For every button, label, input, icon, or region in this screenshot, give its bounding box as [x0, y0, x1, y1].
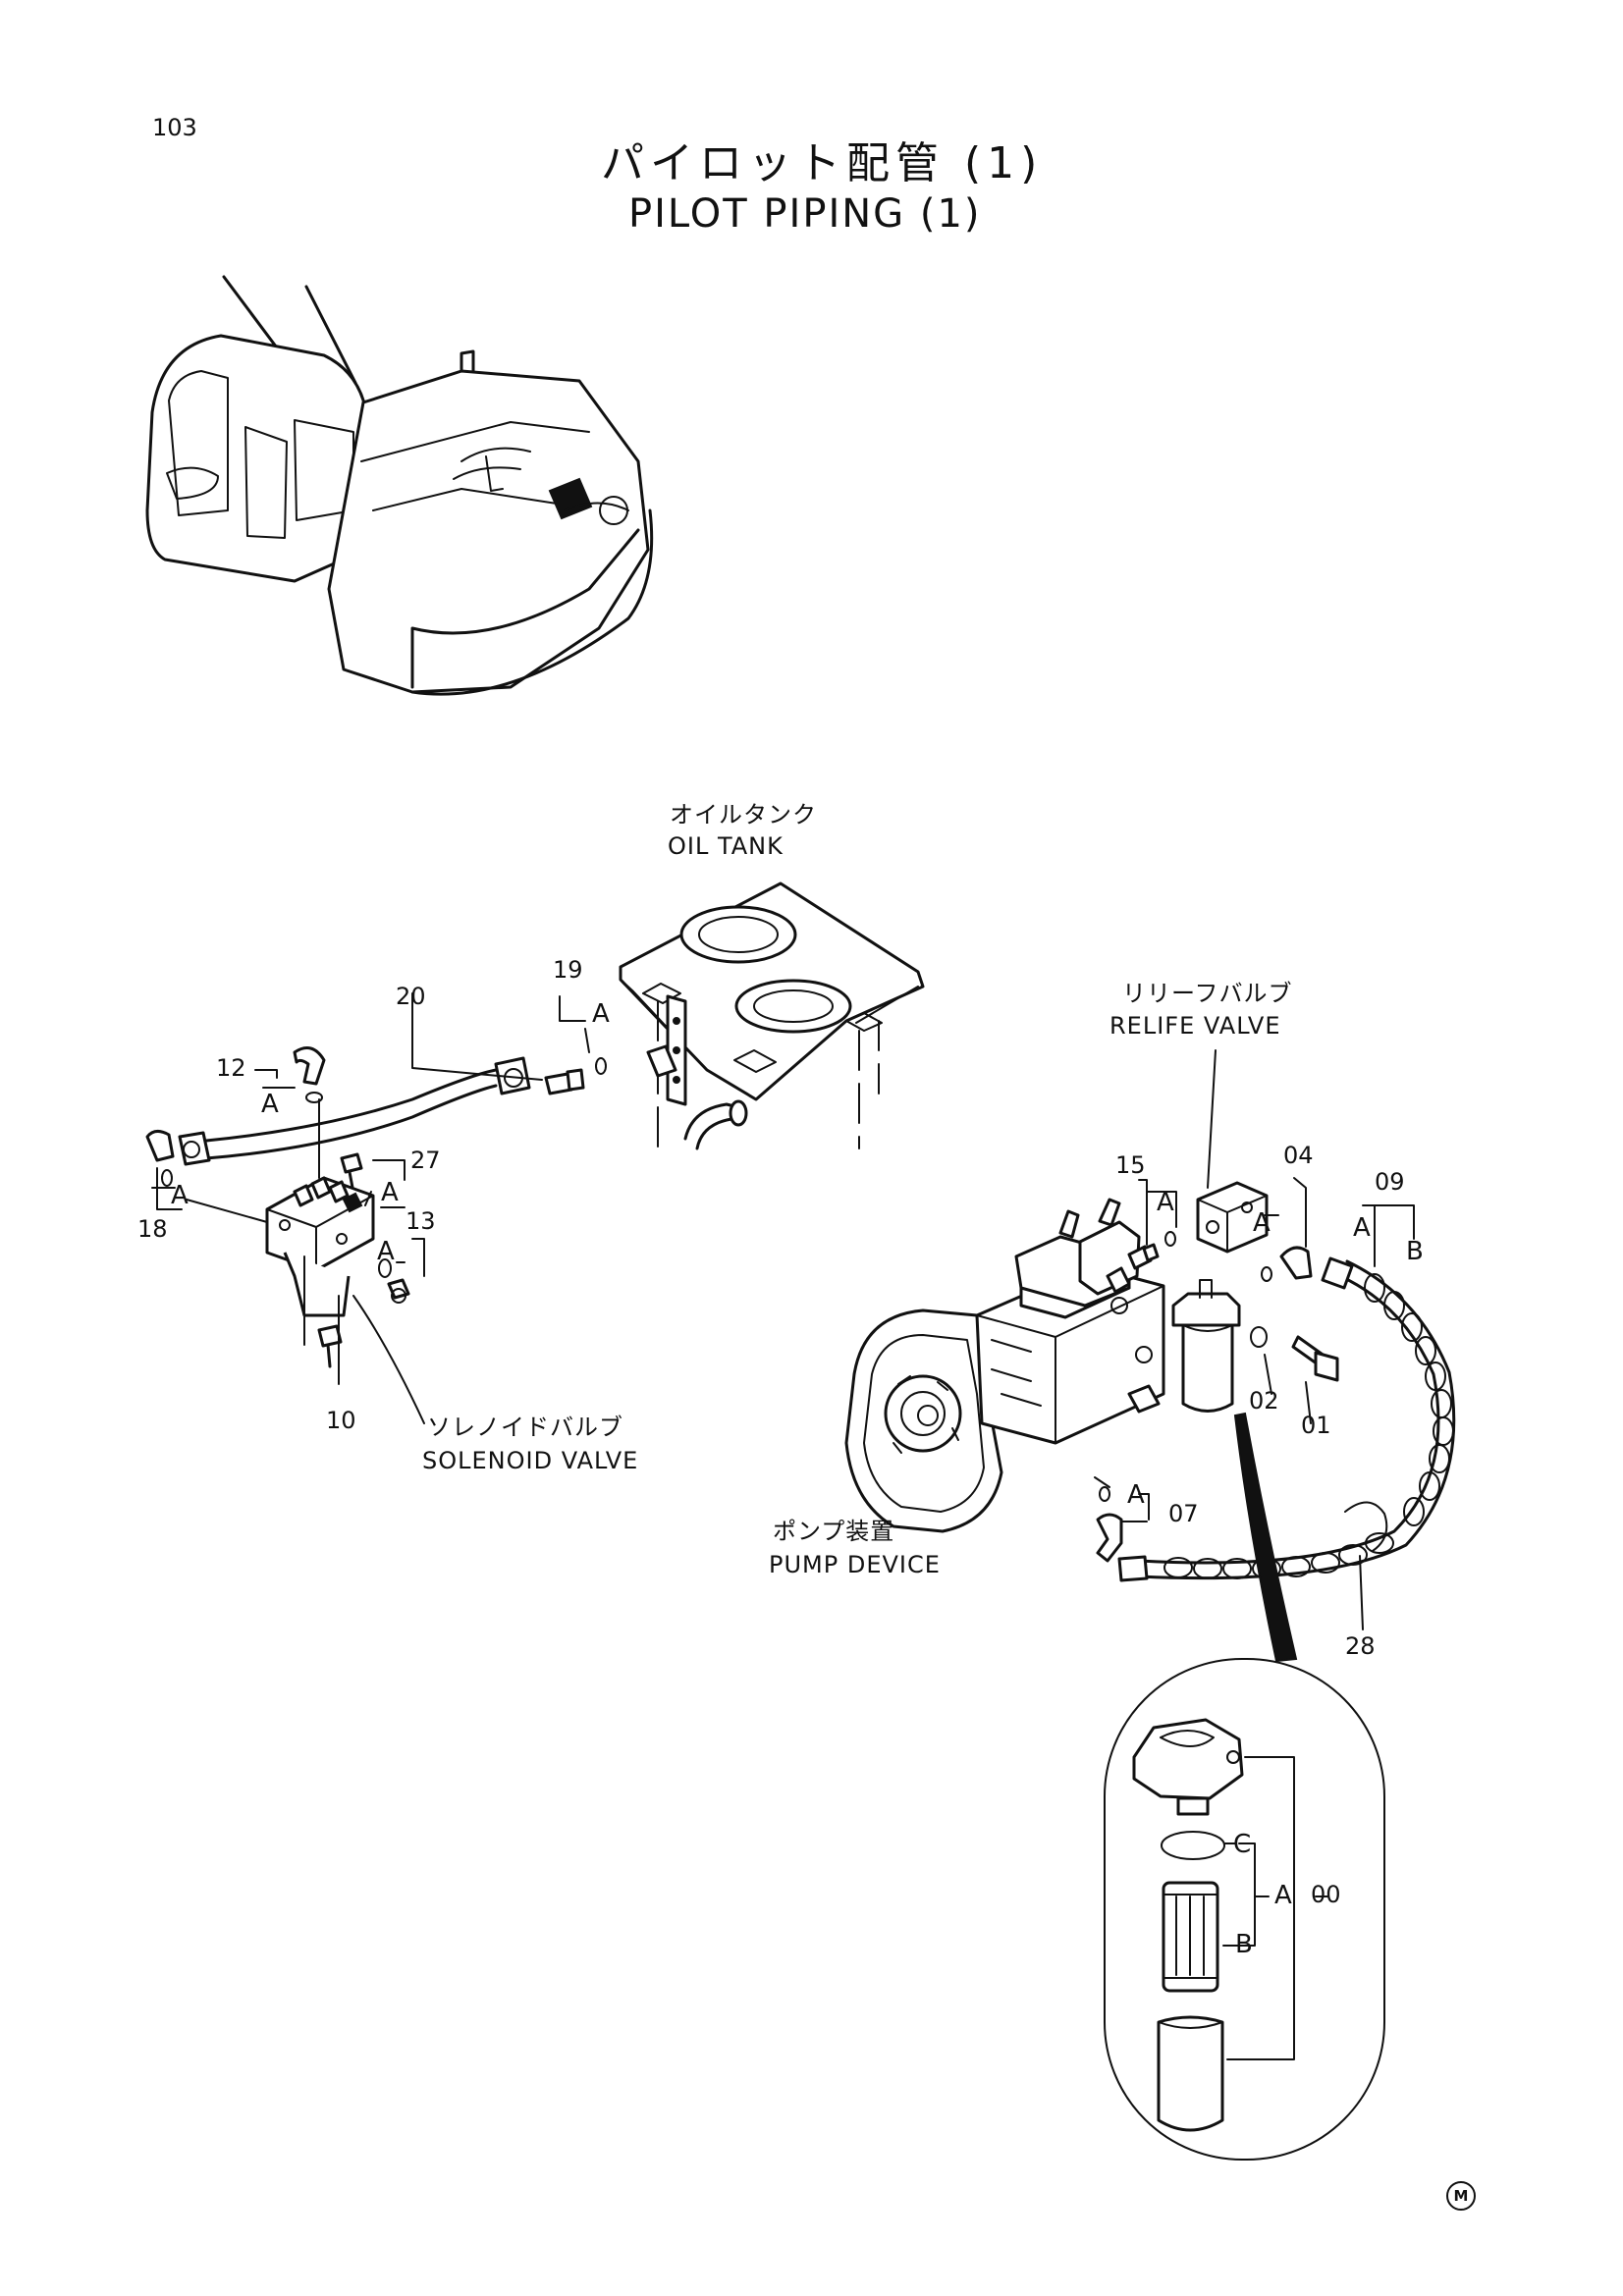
part-number-12: 12	[216, 1054, 246, 1082]
callout-a-07: A	[1127, 1480, 1145, 1510]
callout-a-detail: A	[1274, 1881, 1292, 1910]
oil-tank	[619, 881, 925, 1150]
filter-assembly-detail	[1104, 1412, 1385, 2161]
part-number-28: 28	[1345, 1632, 1376, 1660]
relief-valve	[1196, 1049, 1269, 1254]
part-number-15: 15	[1115, 1151, 1146, 1179]
bolt-10	[317, 1324, 343, 1368]
callout-a-19: A	[592, 999, 610, 1029]
callout-a-09: A	[1353, 1213, 1371, 1243]
part-number-01: 01	[1301, 1412, 1331, 1439]
part-number-19: 19	[553, 956, 583, 984]
callout-a-13: A	[377, 1237, 395, 1266]
fitting-19	[544, 1057, 607, 1095]
part-number-09: 09	[1375, 1168, 1405, 1196]
manufacturer-mark-letter: M	[1453, 2187, 1469, 2205]
callout-a-15: A	[1157, 1188, 1174, 1217]
clamp-28	[1344, 1501, 1388, 1630]
hose-09	[1117, 1204, 1456, 1582]
relief-valve-label-jp: リリーフバルブ	[1122, 980, 1293, 1007]
excavator-overview	[145, 275, 654, 696]
manufacturer-mark: M	[1446, 2181, 1476, 2211]
callout-a-04: A	[1253, 1208, 1271, 1238]
callout-a-27: A	[381, 1178, 399, 1207]
oil-tank-label-jp: オイルタンク	[670, 801, 817, 828]
part-number-02: 02	[1249, 1387, 1279, 1415]
callout-a-18: A	[171, 1181, 189, 1210]
page-title-en: PILOT PIPING (1)	[628, 191, 982, 237]
elbow-04	[1261, 1177, 1313, 1282]
elbow-07	[1094, 1476, 1150, 1563]
callout-c-detail: C	[1233, 1830, 1252, 1859]
callout-b-09: B	[1406, 1237, 1424, 1266]
callout-a-12: A	[261, 1090, 279, 1119]
callout-b-detail: B	[1235, 1930, 1253, 1959]
pump-device	[844, 1198, 1165, 1533]
filter	[1171, 1279, 1268, 1413]
bolt-01	[1264, 1335, 1339, 1424]
page-title-jp: パイロット配管 (1)	[601, 138, 1044, 188]
part-number-00: 00	[1311, 1881, 1341, 1908]
pump-device-label-jp: ポンプ装置	[773, 1518, 895, 1545]
part-number-07: 07	[1168, 1500, 1199, 1527]
relief-valve-label-en: RELIFE VALVE	[1109, 1012, 1281, 1040]
part-number-27: 27	[410, 1147, 441, 1174]
part-number-13: 13	[406, 1207, 436, 1235]
fitting-15	[1127, 1179, 1177, 1270]
part-number-04: 04	[1283, 1142, 1314, 1169]
solenoid-valve-label-jp: ソレノイドバルブ	[427, 1414, 623, 1441]
solenoid-valve-label-en: SOLENOID VALVE	[422, 1447, 639, 1474]
oil-tank-label-en: OIL TANK	[668, 832, 784, 860]
hose-09-sleeve-rings	[1163, 1273, 1454, 1579]
part-number-18: 18	[137, 1215, 168, 1243]
pump-device-label-en: PUMP DEVICE	[769, 1551, 941, 1578]
page-number: 103	[152, 114, 197, 141]
pilot-hose-20	[178, 1056, 531, 1166]
part-number-20: 20	[396, 983, 426, 1010]
left-group-leaders	[151, 992, 590, 1424]
elbow-18	[145, 1130, 175, 1187]
elbow-12	[293, 1046, 326, 1103]
part-number-10: 10	[326, 1407, 356, 1434]
